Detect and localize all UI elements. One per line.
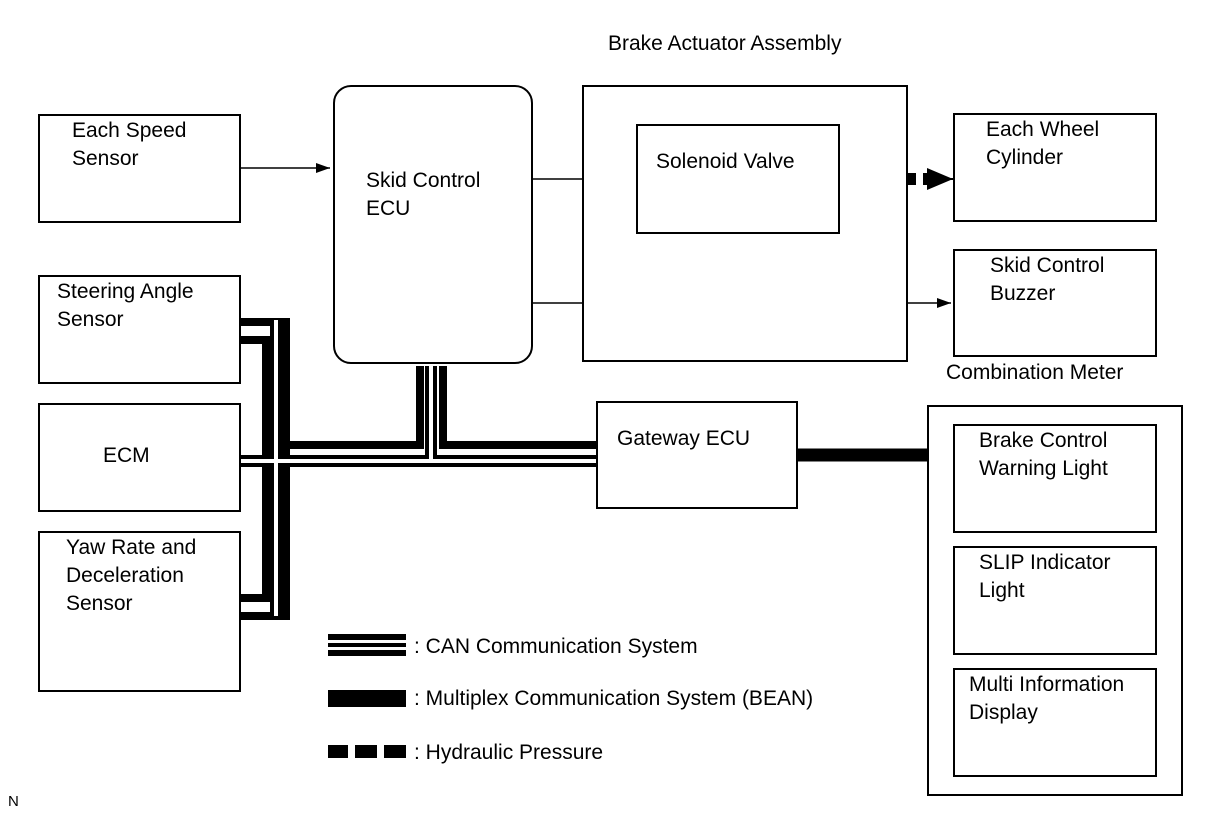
legend-bean-label: : Multiplex Communication System (BEAN) <box>414 687 814 710</box>
skid-control-buzzer-label: Skid Control Buzzer <box>990 254 1105 305</box>
slip-indicator-light-label: SLIP Indicator Light <box>979 551 1111 602</box>
wheel-cylinder-box <box>953 113 1157 222</box>
bean-lines <box>240 318 927 620</box>
solenoid-valve-label: Solenoid Valve <box>656 150 795 173</box>
brake-warning-light-label: Brake Control Warning Light <box>979 429 1108 480</box>
slip-indicator-light-box <box>953 546 1157 655</box>
gateway-ecu-box <box>596 401 798 509</box>
legend-hydraulic-label: : Hydraulic Pressure <box>414 741 604 764</box>
corner-mark: N <box>8 793 19 810</box>
speed-sensor-label: Each Speed Sensor <box>72 119 187 170</box>
can-bus <box>240 320 596 616</box>
skid-control-buzzer-box <box>953 249 1157 357</box>
ecm-label: ECM <box>103 444 150 467</box>
wheel-cylinder-label: Each Wheel Cylinder <box>986 118 1100 169</box>
skid-control-ecu-box <box>333 85 533 364</box>
yaw-rate-sensor-box <box>38 531 241 692</box>
yaw-rate-sensor-label: Yaw Rate and Deceleration Sensor <box>66 536 197 615</box>
steering-angle-sensor-label: Steering Angle Sensor <box>57 280 194 331</box>
legend-samples <box>328 634 406 758</box>
steering-angle-sensor-box <box>38 275 241 384</box>
brake-actuator-title: Brake Actuator Assembly <box>608 32 842 55</box>
skid-control-ecu-label: Skid Control ECU <box>366 169 481 220</box>
gateway-ecu-label: Gateway ECU <box>617 427 751 450</box>
combination-meter-title: Combination Meter <box>946 361 1124 384</box>
multi-information-display-label: Multi Information Display <box>969 673 1125 724</box>
multi-information-display-box <box>953 668 1157 777</box>
speed-sensor-box <box>38 114 241 223</box>
brake-warning-light-box <box>953 424 1157 533</box>
solenoid-valve-box <box>636 124 840 234</box>
ecm-box <box>38 403 241 512</box>
legend-can-label: : CAN Communication System <box>414 635 698 658</box>
